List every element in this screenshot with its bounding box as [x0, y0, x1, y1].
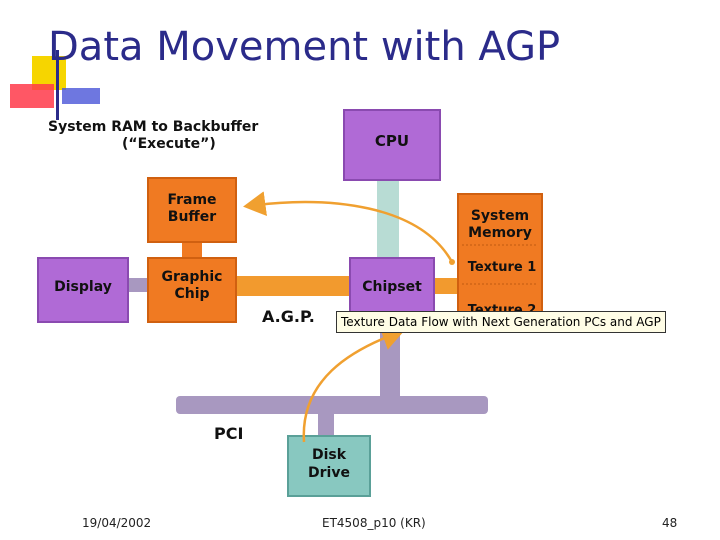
- disk-drive-box: [287, 435, 371, 497]
- disk-drive-label-2: Drive: [308, 465, 350, 481]
- texture-to-framebuffer-arrow: [243, 191, 454, 263]
- agp-bus: [236, 276, 352, 296]
- cpu-bus: [377, 178, 399, 262]
- caption-line2: (“Execute”): [122, 136, 216, 152]
- graphic-chip-label-2: Chip: [174, 286, 209, 302]
- framebuffer-link: [182, 240, 202, 260]
- corner-square-blue: [62, 88, 100, 104]
- frame-buffer-label-1: Frame: [167, 192, 216, 208]
- frame-buffer-box: [147, 177, 237, 243]
- disk-to-memory-arrow: [302, 326, 405, 443]
- system-memory-label-1: System: [471, 208, 529, 224]
- chipset-box: [349, 257, 435, 321]
- disk-drive-label-1: Disk: [312, 447, 347, 463]
- texture1-label: Texture 1: [468, 260, 537, 275]
- pci-label: PCI: [214, 424, 243, 443]
- system-memory-box: [457, 193, 543, 315]
- footer-center: ET4508_p10 (KR): [322, 516, 426, 530]
- system-memory-label-2: Memory: [468, 225, 532, 241]
- frame-buffer-label-2: Buffer: [168, 209, 216, 225]
- display-box: [37, 257, 129, 323]
- cpu-box: [343, 109, 441, 181]
- graphic-chip-label-1: Graphic: [162, 269, 223, 285]
- pci-bus: [176, 396, 488, 414]
- agp-diagram: System RAM to Backbuffer (“Execute”) CPU…: [37, 109, 543, 497]
- pci-disk-link: [318, 410, 334, 440]
- display-link: [126, 278, 152, 292]
- corner-square-red: [10, 84, 54, 108]
- cpu-label: CPU: [375, 132, 409, 150]
- chipset-label: Chipset: [362, 279, 422, 295]
- graphic-chip-box: [147, 257, 237, 323]
- slide-title: Data Movement with AGP: [48, 24, 561, 70]
- display-label: Display: [54, 279, 112, 295]
- texture1-dot: [449, 259, 455, 265]
- page-number: 48: [662, 516, 678, 530]
- caption-line1: System RAM to Backbuffer: [48, 119, 258, 135]
- memory-link: [434, 278, 460, 294]
- tooltip: Texture Data Flow with Next Generation P…: [336, 311, 666, 333]
- corner-line-vertical: [56, 50, 59, 120]
- footer-date: 19/04/2002: [82, 516, 152, 530]
- agp-label: A.G.P.: [262, 307, 315, 326]
